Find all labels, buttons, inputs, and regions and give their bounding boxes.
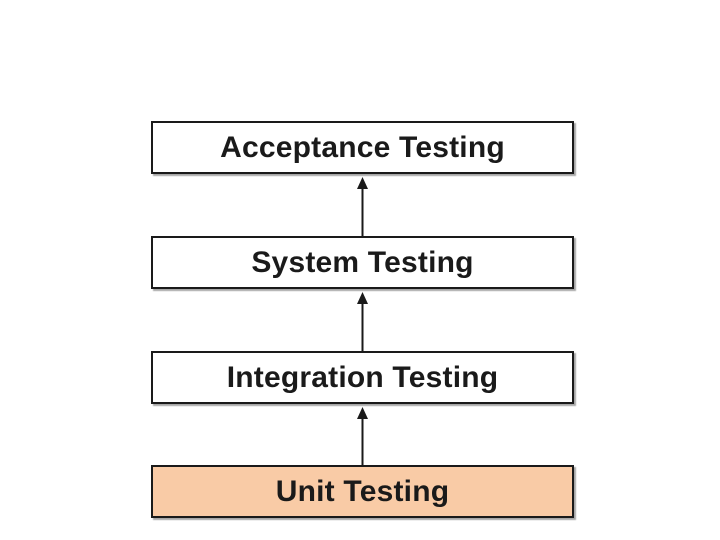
arrow-system-to-acceptance [357,177,368,236]
unit-testing-box: Unit Testing [151,465,574,518]
arrow-integration-to-system [357,292,368,351]
arrow-unit-to-integration [357,407,368,465]
integration-testing-label: Integration Testing [226,360,499,394]
system-testing-label: System Testing [251,245,474,279]
acceptance-testing-label: Acceptance Testing [220,130,505,164]
system-testing-box: System Testing [151,236,574,289]
acceptance-testing-box: Acceptance Testing [151,121,574,174]
integration-testing-box: Integration Testing [151,351,574,404]
unit-testing-label: Unit Testing [275,474,450,508]
